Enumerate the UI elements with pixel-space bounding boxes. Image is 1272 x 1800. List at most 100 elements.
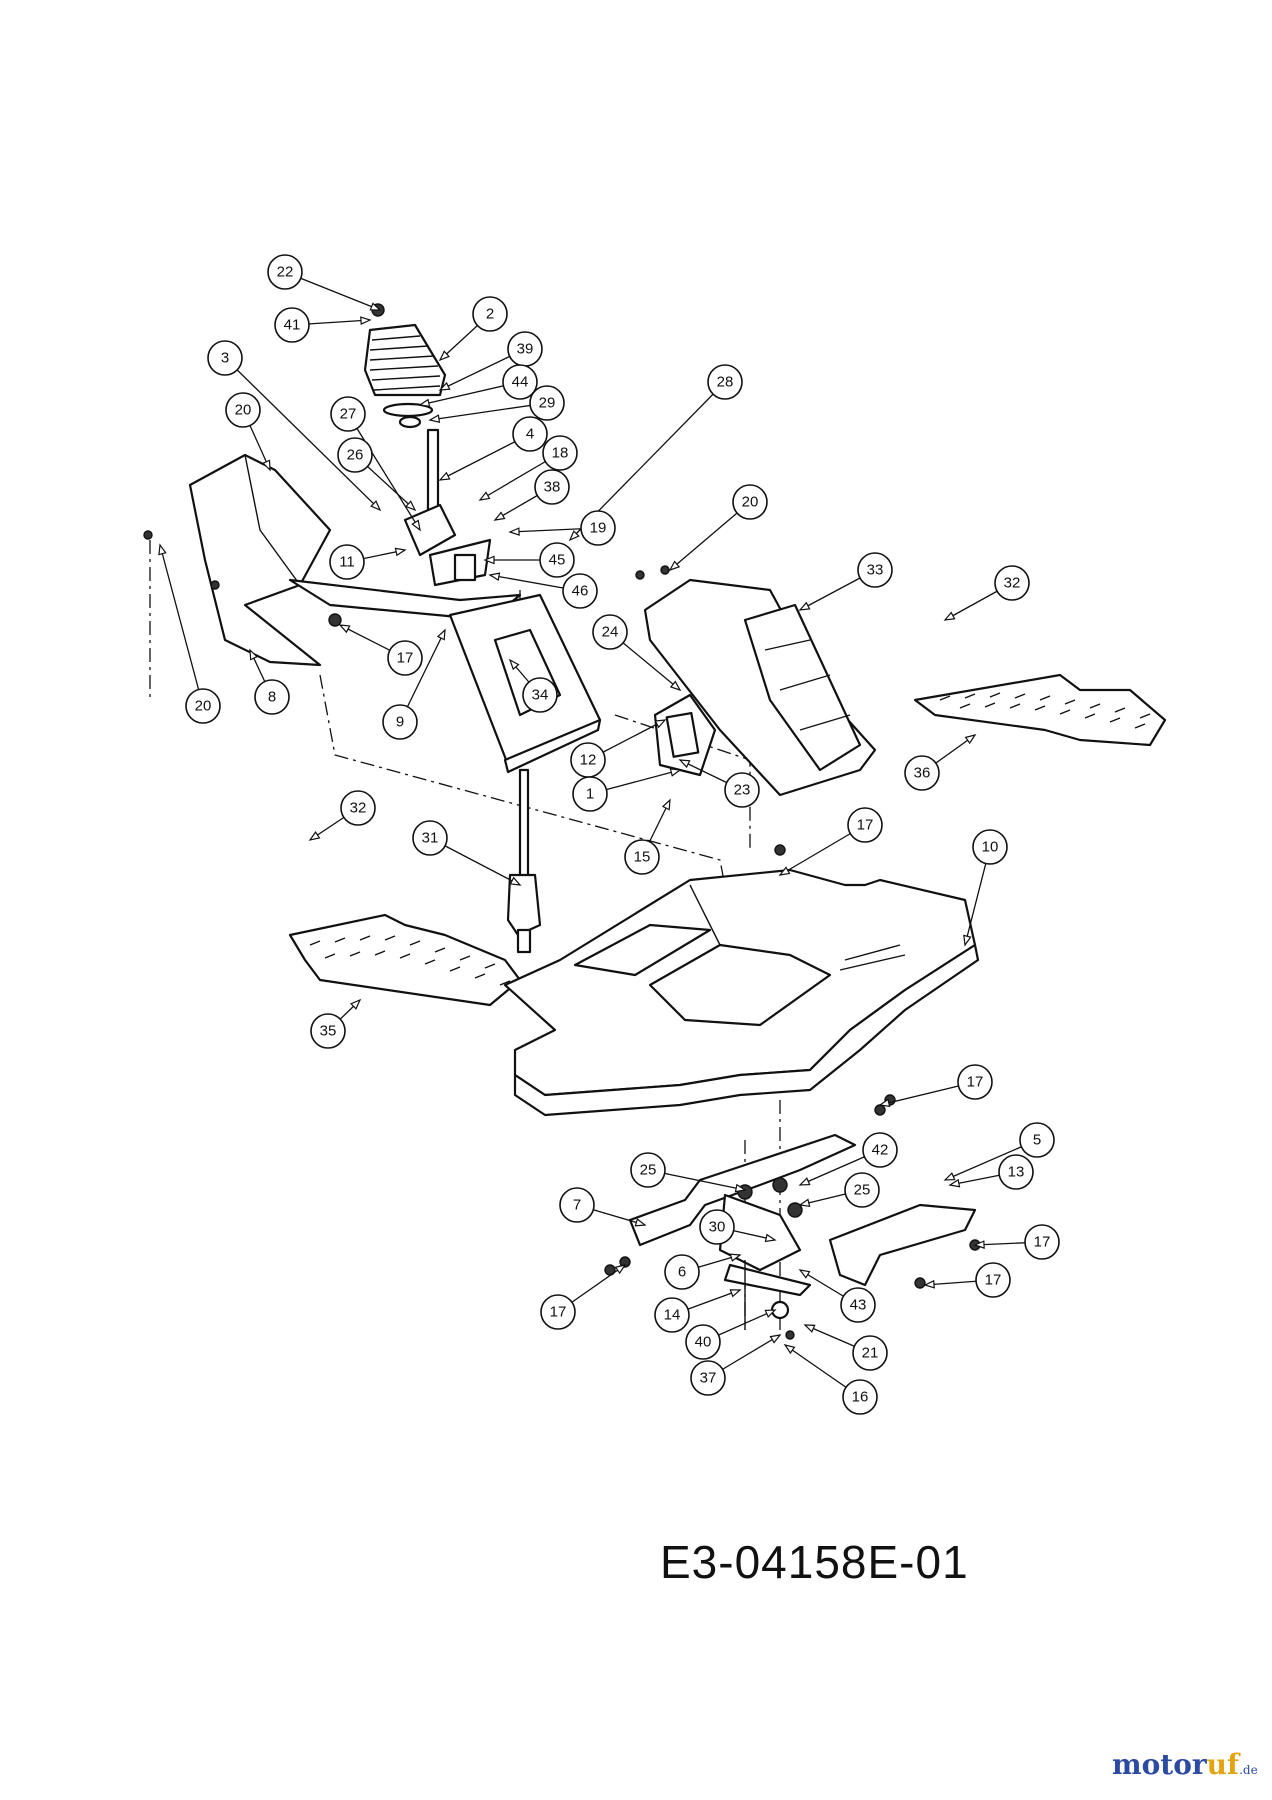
callout-arrowhead bbox=[509, 876, 522, 886]
callout-number: 40 bbox=[695, 1334, 712, 1351]
callout-3: 3 bbox=[207, 340, 382, 512]
callout-balloon bbox=[337, 437, 373, 473]
callout-number: 24 bbox=[602, 624, 619, 641]
front-cover bbox=[188, 453, 522, 667]
callout-arrowhead bbox=[370, 500, 382, 512]
callout-21: 21 bbox=[803, 1324, 888, 1371]
callout-number: 25 bbox=[854, 1182, 871, 1199]
callout-arrowhead bbox=[438, 381, 451, 391]
callout-number: 20 bbox=[195, 698, 212, 715]
callout-number: 4 bbox=[526, 426, 534, 443]
callout-44: 44 bbox=[418, 364, 538, 408]
callout-arrowhead bbox=[614, 1264, 627, 1275]
callout-number: 19 bbox=[590, 520, 607, 537]
callout-25: 25 bbox=[798, 1172, 880, 1208]
callout-number: 14 bbox=[664, 1307, 681, 1324]
callout-balloon bbox=[699, 1209, 735, 1245]
callout-15: 15 bbox=[624, 798, 671, 875]
callout-arrowhead bbox=[769, 1334, 782, 1344]
callout-number: 9 bbox=[396, 714, 404, 731]
callout-arrowhead bbox=[262, 459, 271, 472]
callout-balloon bbox=[559, 1187, 595, 1223]
callout-arrowhead bbox=[436, 628, 446, 641]
callout-balloon bbox=[267, 254, 303, 290]
callout-balloon bbox=[580, 510, 616, 546]
left-footrest bbox=[288, 913, 522, 1007]
callout-27: 27 bbox=[330, 396, 421, 532]
callout-balloon bbox=[310, 1013, 346, 1049]
callout-12: 12 bbox=[570, 719, 667, 778]
callout-number: 8 bbox=[268, 689, 276, 706]
callout-42: 42 bbox=[798, 1132, 898, 1186]
callout-arrowhead bbox=[634, 1218, 647, 1227]
callout-number: 33 bbox=[867, 562, 884, 579]
callout-balloon bbox=[254, 679, 290, 715]
instrument-panel bbox=[653, 693, 717, 777]
callout-balloon bbox=[654, 1297, 690, 1333]
callout-arrowhead bbox=[654, 719, 667, 729]
callout-balloon bbox=[972, 829, 1008, 865]
callout-arrowhead bbox=[668, 560, 681, 572]
callout-number: 41 bbox=[284, 317, 301, 334]
callout-number: 46 bbox=[572, 583, 589, 600]
callout-arrowhead bbox=[963, 934, 972, 947]
watermark-main: motor bbox=[1112, 1748, 1207, 1781]
callout-arrowhead bbox=[669, 680, 682, 692]
callout-46: 46 bbox=[488, 572, 598, 609]
callout-balloon bbox=[844, 1172, 880, 1208]
callout-arrowhead bbox=[669, 768, 682, 777]
callout-number: 17 bbox=[1034, 1234, 1051, 1251]
callout-19: 19 bbox=[508, 510, 616, 546]
callout-arrowhead bbox=[438, 471, 451, 481]
callout-number: 31 bbox=[422, 830, 439, 847]
callout-arrowhead bbox=[798, 1198, 811, 1208]
callout-balloon bbox=[664, 1254, 700, 1290]
callout-arrowhead bbox=[338, 624, 351, 634]
callout-arrowhead bbox=[678, 759, 691, 769]
callout-number: 35 bbox=[320, 1023, 337, 1040]
callout-balloon bbox=[732, 484, 768, 520]
callout-arrowhead bbox=[798, 601, 811, 611]
shift-boot bbox=[363, 303, 447, 517]
callout-balloon bbox=[562, 573, 598, 609]
callout-number: 17 bbox=[550, 1304, 567, 1321]
callout-arrowhead bbox=[483, 555, 495, 565]
callout-2: 2 bbox=[438, 296, 508, 362]
callout-arrowhead bbox=[428, 414, 441, 423]
callout-balloon bbox=[225, 392, 261, 428]
callout-balloon bbox=[472, 296, 508, 332]
callout-balloon bbox=[512, 416, 548, 452]
callout-balloon bbox=[852, 1335, 888, 1371]
callout-7: 7 bbox=[559, 1187, 647, 1227]
callout-balloon bbox=[274, 307, 310, 343]
watermark-tld: .de bbox=[1239, 1763, 1258, 1777]
callout-balloon bbox=[1019, 1122, 1055, 1158]
callout-balloon bbox=[185, 688, 221, 724]
callout-balloon bbox=[842, 1379, 878, 1415]
steering-shaft bbox=[506, 768, 542, 954]
callout-arrowhead bbox=[734, 1183, 747, 1193]
callout-33: 33 bbox=[798, 552, 893, 611]
callout-number: 30 bbox=[709, 1219, 726, 1236]
callout-6: 6 bbox=[664, 1253, 742, 1290]
callout-number: 15 bbox=[634, 849, 651, 866]
callout-number: 39 bbox=[517, 341, 534, 358]
callout-11: 11 bbox=[329, 544, 407, 580]
callout-number: 23 bbox=[734, 782, 751, 799]
callout-23: 23 bbox=[678, 759, 760, 808]
callout-number: 32 bbox=[350, 800, 367, 817]
callout-13: 13 bbox=[948, 1154, 1034, 1190]
callout-arrowhead bbox=[508, 658, 520, 671]
callout-number: 6 bbox=[678, 1264, 686, 1281]
callout-34: 34 bbox=[508, 658, 558, 713]
callout-17: 17 bbox=[973, 1224, 1060, 1260]
callout-balloon bbox=[630, 1152, 666, 1188]
callout-arrowhead bbox=[764, 1233, 777, 1243]
callout-arrowhead bbox=[488, 572, 501, 581]
callout-balloon bbox=[957, 1064, 993, 1100]
callout-arrowhead bbox=[158, 543, 167, 556]
console-shroud bbox=[643, 578, 877, 797]
callout-1: 1 bbox=[572, 768, 682, 812]
callout-balloon bbox=[847, 807, 883, 843]
